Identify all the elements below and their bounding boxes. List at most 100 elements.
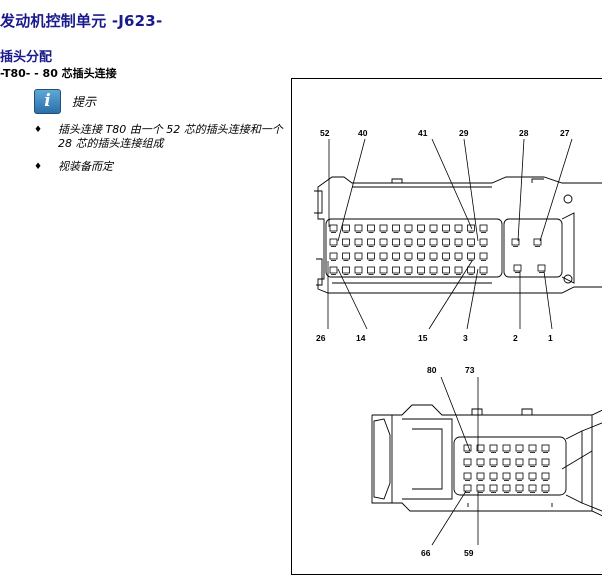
connector-pin [476,484,485,492]
connector-pin [467,252,475,260]
subsection-heading: -T80- - 80 芯插头连接 [0,67,117,80]
list-item: ♦ 视装备而定 [34,160,284,174]
note-bullet-list: ♦ 插头连接 T80 由一个 52 芯的插头连接和一个 28 芯的插头连接组成 ♦… [34,123,284,183]
pin-label: 3 [463,333,468,343]
connector-pin [417,238,425,246]
connector-pin [379,224,388,232]
connector-pin [476,472,485,480]
connector-pin [367,252,375,260]
pin-label: 59 [464,548,474,558]
note-label: 提示 [72,95,97,109]
connector-pin [463,472,472,480]
connector-pin [479,224,488,232]
pin-label: 15 [418,333,428,343]
connector-pin [489,484,498,492]
bullet-text: 插头连接 T80 由一个 52 芯的插头连接和一个 28 芯的插头连接组成 [58,123,283,150]
connector-pin [541,472,550,480]
connector-pin [329,224,338,232]
connector-pin [354,238,363,246]
connector-pin [476,444,485,452]
connector-pin [379,266,388,274]
bullet-diamond-icon: ♦ [34,125,43,135]
connector-pin [329,252,338,260]
connector-pin [467,238,475,246]
connector-pin [354,224,363,232]
bullet-diamond-icon: ♦ [34,162,43,172]
pin-label: 26 [316,333,326,343]
connector-pin [329,238,338,246]
connector-figure: 52 40 41 29 28 27 26 14 15 3 2 1 [291,78,602,575]
connector-pin [454,224,463,232]
connector-pin [511,238,520,246]
connector-pin [528,472,537,480]
connector-pin [454,252,463,260]
connector-pin [367,238,375,246]
connector-pin [379,252,388,260]
connector-pin [489,458,498,466]
connector-diagram: 52 40 41 29 28 27 26 14 15 3 2 1 [314,128,602,558]
bullet-text: 视装备而定 [58,160,113,173]
connector-pin [442,224,450,232]
connector-pin [541,444,550,452]
connector-pin [479,266,488,274]
connector-pin [463,484,472,492]
pin-label: 80 [427,365,437,375]
connector-pin [417,252,425,260]
pin-label: 73 [465,365,475,375]
connector-pin [467,224,475,232]
connector-pin [515,484,524,492]
connector-pin [476,458,485,466]
connector-pin [515,458,524,466]
connector-pin [454,238,463,246]
connector-pin [392,224,400,232]
connector-pin [528,484,537,492]
connector-pin [392,238,400,246]
connector-pin [342,266,350,274]
connector-pin [537,264,546,272]
connector-pin [342,238,350,246]
connector-pin [342,224,350,232]
connector-pin [502,484,511,492]
pin-label: 29 [459,128,469,138]
connector-pin [417,224,425,232]
connector-pin [429,266,438,274]
pin-label: 27 [560,128,570,138]
connector-pin [367,224,375,232]
connector-pin [528,458,537,466]
connector-pin [515,444,524,452]
connector-pin [367,266,375,274]
pin-label: 1 [548,333,553,343]
connector-pin [404,266,413,274]
connector-pin [479,252,488,260]
connector-pin [479,238,488,246]
connector-pin [417,266,425,274]
connector-pin [489,472,498,480]
connector-pin [442,238,450,246]
list-item: ♦ 插头连接 T80 由一个 52 芯的插头连接和一个 28 芯的插头连接组成 [34,123,284,151]
connector-pin [502,458,511,466]
connector-pin [467,266,475,274]
pin-label: 41 [418,128,428,138]
pin-label: 28 [519,128,529,138]
lower-pin-rows [463,444,550,493]
pin-label: 14 [356,333,366,343]
pin-label: 66 [421,548,431,558]
connector-pin [533,238,542,246]
info-icon: i [34,89,61,114]
connector-pin [442,252,450,260]
connector-pin [454,266,463,274]
connector-pin [463,458,472,466]
connector-pin [502,444,511,452]
connector-pin [379,238,388,246]
connector-pin [541,458,550,466]
connector-pin [489,444,498,452]
connector-pin [429,238,438,246]
connector-pin [342,252,350,260]
connector-pin [354,252,363,260]
connector-pin [515,472,524,480]
connector-pin [429,252,438,260]
upper-pin-rows [329,224,546,275]
pin-label: 2 [513,333,518,343]
connector-pin [528,444,537,452]
connector-pin [541,484,550,492]
